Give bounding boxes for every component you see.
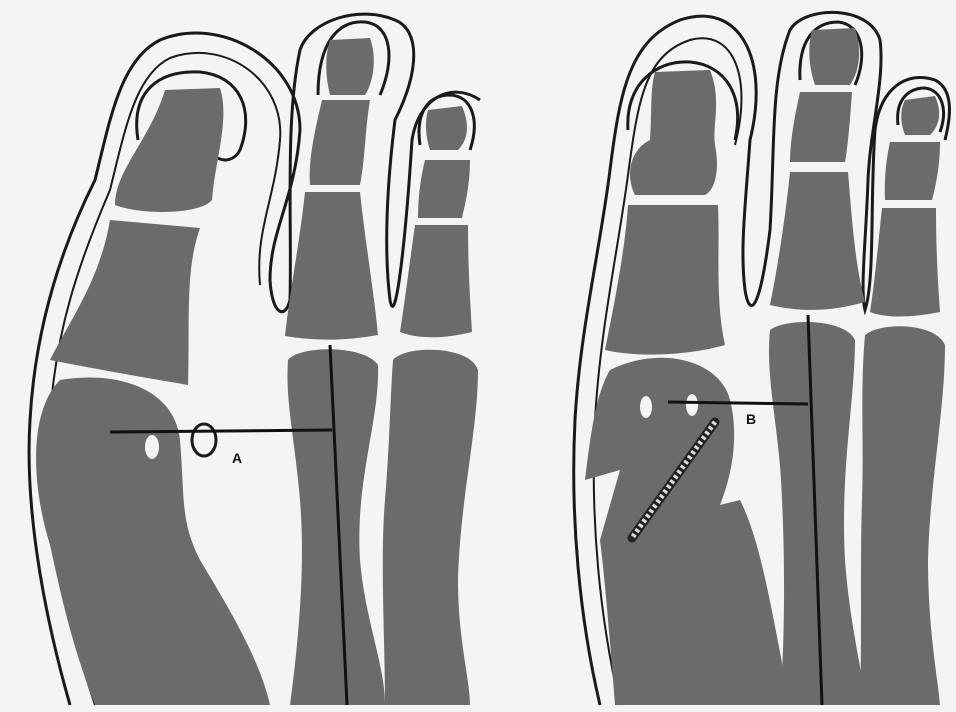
right-toe3-proximal [870, 208, 940, 317]
right-horizontal-line [668, 402, 808, 404]
label-b: B [746, 411, 756, 427]
right-toe3-middle [885, 142, 940, 200]
left-toe3-distal [426, 106, 467, 150]
right-toe2-middle [790, 92, 852, 162]
right-toe2-distal [809, 28, 859, 85]
right-drill-hole-2 [686, 394, 698, 416]
right-drill-hole-1 [640, 396, 652, 418]
label-a: A [232, 450, 242, 466]
left-toe2-distal [326, 38, 374, 95]
left-horizontal-line [110, 430, 332, 432]
left-toe3-middle [418, 160, 470, 218]
left-drill-hole [145, 435, 159, 459]
right-toe3-distal [901, 96, 939, 135]
